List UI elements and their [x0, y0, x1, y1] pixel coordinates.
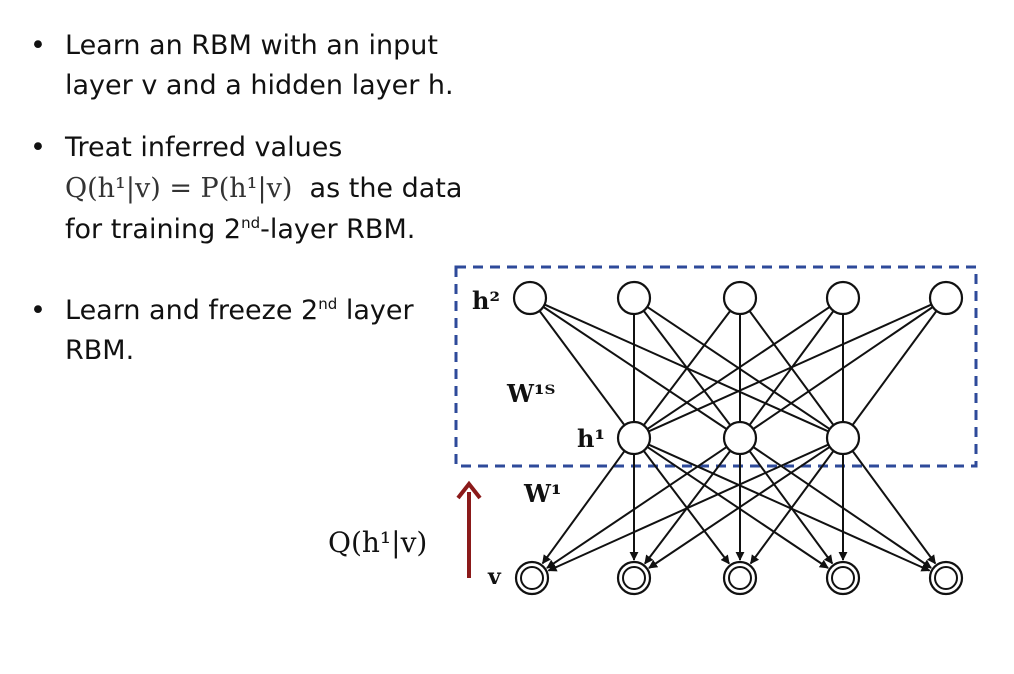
v-node-1-inner	[622, 566, 646, 590]
bullet-3-line-1: Learn and freeze 2nd layer	[65, 295, 414, 326]
edge-h1-2-h2-1	[646, 306, 831, 430]
h2-node-3	[825, 280, 861, 316]
bullet-2-line-1: Treat inferred values	[65, 132, 343, 163]
edge-h1-2-h2-4	[851, 310, 938, 426]
bullet-2-line-3: for training 2nd-layer RBM.	[65, 214, 416, 245]
edge-h1-2-v-2	[749, 450, 835, 565]
rbm-layer-box	[454, 265, 978, 468]
v-node-0-inner	[520, 566, 544, 590]
edge-h1-2-v-0	[547, 443, 829, 572]
bullet-2-line-2: Q(h¹|v) = P(h¹|v) as the data	[65, 169, 462, 209]
edge-h1-2-h2-0	[544, 303, 829, 433]
bullet-3-line-2: RBM.	[65, 335, 135, 366]
edges-group	[538, 303, 938, 572]
h2-node-4	[928, 280, 964, 316]
w1-label: W¹	[523, 479, 561, 508]
v-label: v	[487, 564, 502, 590]
v-node-2-inner	[728, 566, 752, 590]
edge-h1-0-h2-4	[648, 303, 932, 433]
bullet-dot: •	[30, 30, 46, 61]
bullet-1-line-1: Learn an RBM with an input	[65, 30, 439, 61]
w1t-label: W¹ᵀ	[506, 379, 555, 408]
h1-node-2	[825, 420, 861, 456]
h1-node-1	[722, 420, 758, 456]
bullet-2-line-2-suffix: as the data	[309, 173, 463, 204]
v-node-4-inner	[934, 566, 958, 590]
h1-node-0	[616, 420, 652, 456]
inference-arrow-head	[456, 480, 482, 500]
q-equals-p-expression: Q(h¹|v) = P(h¹|v)	[65, 173, 293, 204]
edge-h1-0-v-0	[541, 450, 626, 565]
edge-h1-1-h2-0	[542, 306, 728, 430]
nodes-group	[512, 280, 964, 596]
h2-node-0	[512, 280, 548, 316]
edge-h1-2-h2-2	[748, 310, 835, 426]
h1-label: h¹	[577, 424, 605, 453]
h2-node-1	[616, 280, 652, 316]
edge-h1-2-v-1	[648, 446, 831, 569]
bullet-dot: •	[30, 132, 46, 163]
bullet-dot: •	[30, 295, 46, 326]
edge-h1-1-v-0	[546, 446, 728, 569]
edge-h1-0-v-4	[648, 443, 931, 572]
q-h1-v-label: Q(h¹|v)	[328, 526, 427, 559]
h2-node-2	[722, 280, 758, 316]
edge-h1-2-v-4	[851, 450, 937, 565]
edge-h1-0-h2-0	[538, 310, 626, 426]
h2-label: h²	[472, 286, 500, 315]
v-node-3-inner	[831, 566, 855, 590]
bullet-1-line-2: layer v and a hidden layer h.	[65, 70, 454, 101]
